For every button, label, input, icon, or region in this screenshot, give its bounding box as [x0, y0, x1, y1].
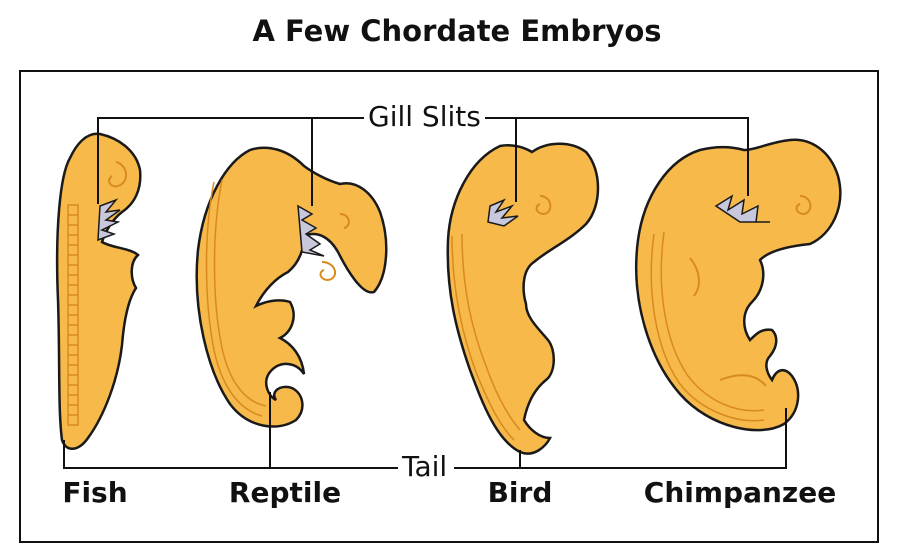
reptile-embryo — [195, 146, 388, 428]
gill-slits-label: Gill Slits — [364, 101, 485, 133]
tail-label: Tail — [398, 451, 452, 483]
species-label-bird: Bird — [487, 476, 553, 509]
bird-embryo — [446, 142, 600, 455]
species-label-fish: Fish — [62, 476, 128, 509]
chimpanzee-embryo — [634, 138, 842, 432]
diagram-frame — [19, 70, 879, 543]
fish-embryo — [55, 132, 142, 450]
diagram-title: A Few Chordate Embryos — [252, 14, 662, 48]
species-label-chimpanzee: Chimpanzee — [643, 476, 837, 509]
gill-slits-leader-lines — [97, 117, 749, 206]
tail-leader-lines — [63, 392, 787, 469]
species-label-reptile: Reptile — [228, 476, 342, 509]
